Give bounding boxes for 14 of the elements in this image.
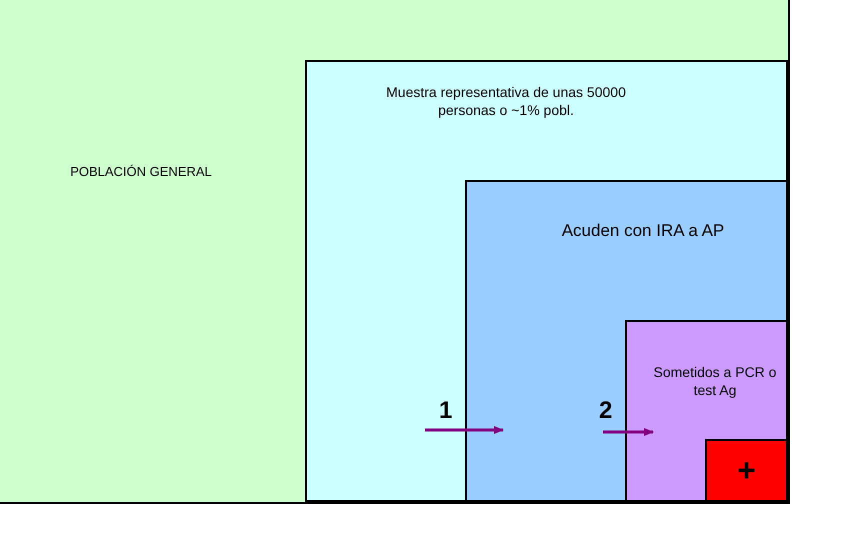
arrow xyxy=(425,426,504,434)
region-label: + xyxy=(736,451,757,490)
region-label: Sometidos a PCR o test Ag xyxy=(652,364,778,399)
region-box xyxy=(705,439,788,502)
region-box xyxy=(305,60,788,502)
region-box xyxy=(0,0,790,504)
region-label: Muestra representativa de unas 50000 personas o ~1% pobl. xyxy=(385,84,627,119)
region-label: Acuden con IRA a AP xyxy=(560,220,726,242)
arrow xyxy=(603,428,654,436)
region-box xyxy=(465,180,788,502)
region-label: POBLACIÓN GENERAL xyxy=(69,164,213,180)
edge-label: 2 xyxy=(599,397,612,425)
edge-label: 1 xyxy=(439,397,452,425)
region-box xyxy=(625,320,788,502)
